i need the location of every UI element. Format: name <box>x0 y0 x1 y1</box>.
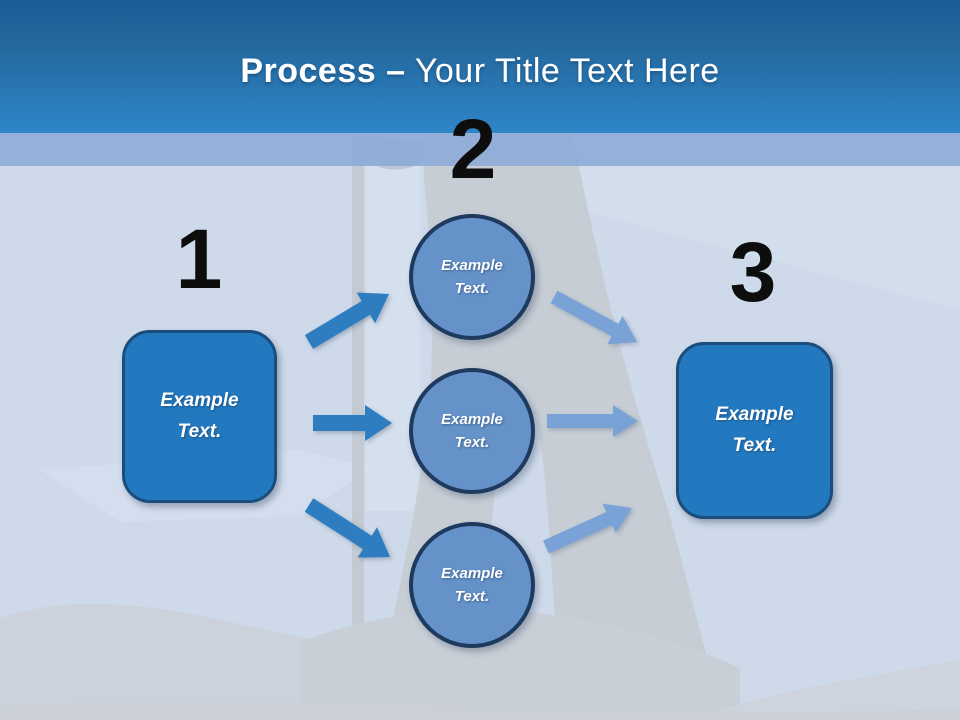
mountain-right-silhouette <box>690 660 960 720</box>
step3-box-label: Example Text. <box>715 404 794 456</box>
step2-circle-3-label: Example Text. <box>441 564 503 605</box>
sky-light-patch <box>560 166 960 310</box>
mountain-center-silhouette <box>300 609 740 720</box>
step-number-1: 1 <box>175 212 223 306</box>
slide-title: Process – Your Title Text Here <box>0 52 960 91</box>
subheader-band <box>0 133 960 166</box>
step1-box-label: Example Text. <box>160 390 239 442</box>
bottom-ground-strip <box>0 701 960 720</box>
flagpole-silhouette <box>352 135 364 655</box>
step-number-2: 2 <box>449 102 497 196</box>
step2-circle-1-label: Example Text. <box>441 256 503 297</box>
step2-circle-2-label: Example Text. <box>441 410 503 451</box>
step-number-3: 3 <box>729 225 777 319</box>
title-bar: Process – Your Title Text Here <box>0 0 960 133</box>
step2-circle-1: Example Text. <box>409 214 535 340</box>
light-column <box>366 166 420 511</box>
step2-circle-3: Example Text. <box>409 522 535 648</box>
step1-box: Example Text. <box>122 330 277 503</box>
step2-circle-2: Example Text. <box>409 368 535 494</box>
slide-title-bold: Process – <box>240 52 406 90</box>
slide-title-rest: Your Title Text Here <box>414 52 720 90</box>
step3-box: Example Text. <box>676 342 833 519</box>
